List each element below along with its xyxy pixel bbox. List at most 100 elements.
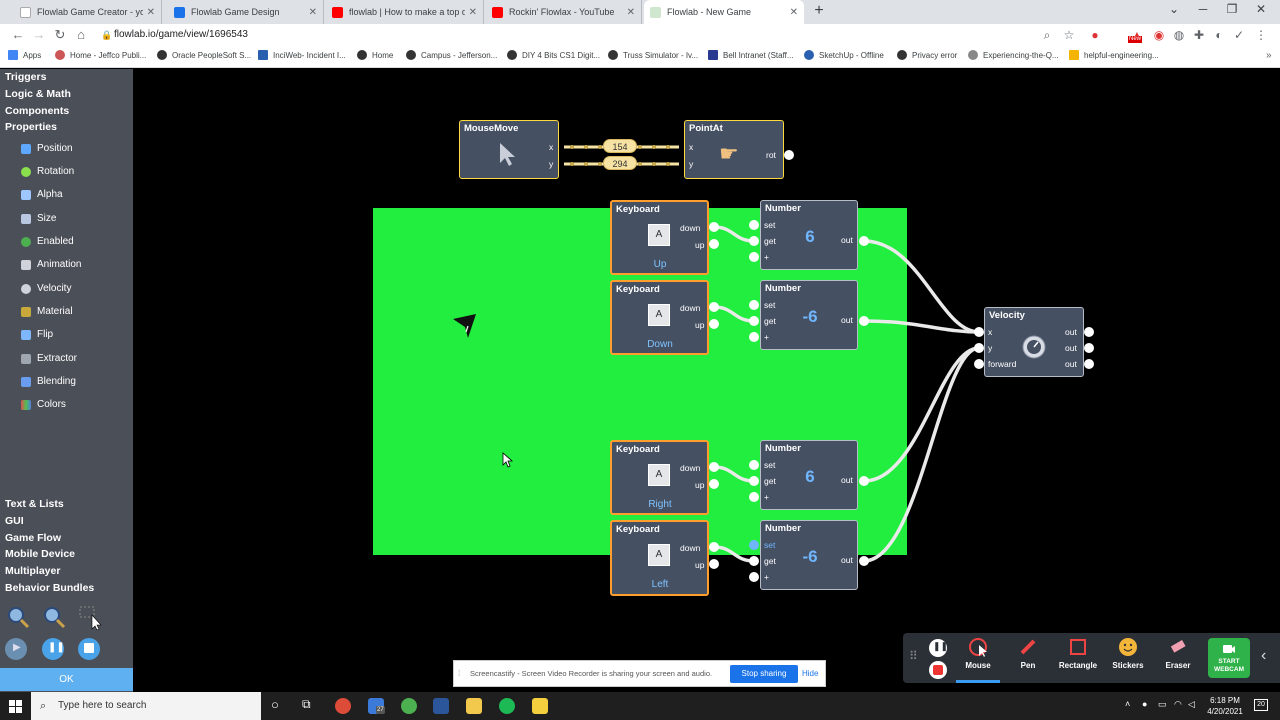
y-input-dot[interactable] (974, 343, 984, 353)
collapse-toolbar-icon[interactable]: ‹ (1261, 647, 1267, 664)
property-extractor[interactable]: Extractor (21, 353, 77, 364)
number-node-right[interactable]: Number set get + 6 out (760, 440, 858, 510)
tab-youtube-flowlax[interactable]: Rockin' Flowlax - YouTube ✕ (486, 0, 642, 24)
property-flip[interactable]: Flip (21, 329, 53, 340)
property-alpha[interactable]: Alpha (21, 189, 63, 200)
screencastify-icon[interactable]: ◉ (1153, 28, 1165, 42)
extension-icon[interactable]: ● (1091, 28, 1099, 42)
drag-handle-icon[interactable]: ⠿ (909, 649, 918, 663)
tab-flowlab-creator[interactable]: Flowlab Game Creator - your ga ✕ (14, 0, 162, 24)
keyboard-node-right[interactable]: Keyboard A down up Right (610, 440, 709, 515)
back-icon[interactable]: ← (11, 27, 25, 42)
bookmark-item[interactable]: Truss Simulator - Iv... (608, 50, 698, 60)
down-port-dot[interactable] (709, 462, 719, 472)
down-port-dot[interactable] (709, 302, 719, 312)
volume-icon[interactable]: ◁ (1188, 699, 1195, 709)
out-port-dot[interactable] (859, 476, 869, 486)
number-node-up[interactable]: Number set get + 6 out (760, 200, 858, 270)
extension-new-icon[interactable]: New ▲ (1128, 28, 1143, 43)
mouse-tool[interactable]: Mouse (956, 637, 1000, 683)
menu-icon[interactable]: ⋮ (1255, 28, 1267, 42)
output-port-dot[interactable] (784, 150, 794, 160)
file-explorer-icon[interactable] (466, 698, 482, 714)
bookmark-item[interactable]: InciWeb- Incident I... (258, 50, 346, 60)
pause-button[interactable]: ❚❚ (42, 638, 65, 660)
spotify-icon[interactable] (499, 698, 515, 714)
out-port-dot[interactable] (1084, 359, 1094, 369)
category-multiplayer[interactable]: Multiplayer (5, 565, 61, 577)
tab-flowlab-new-game[interactable]: Flowlab - New Game ✕ (644, 0, 804, 24)
property-colors[interactable]: Colors (21, 399, 66, 410)
minimize-icon[interactable]: ─ (1198, 2, 1208, 16)
profile-icon[interactable]: ◐ (1215, 28, 1223, 42)
out-port-dot[interactable] (1084, 327, 1094, 337)
number-node-left[interactable]: Number set get + -6 out (760, 520, 858, 590)
out-port-dot[interactable] (859, 236, 869, 246)
restore-icon[interactable]: ❐ (1226, 2, 1238, 16)
ok-button[interactable]: OK (0, 668, 133, 691)
plus-port-dot[interactable] (749, 572, 759, 582)
property-enabled[interactable]: Enabled (21, 236, 74, 247)
set-port-dot[interactable] (749, 300, 759, 310)
cortana-icon[interactable]: ○ (271, 697, 279, 712)
property-rotation[interactable]: Rotation (21, 166, 74, 177)
x-input-dot[interactable] (974, 327, 984, 337)
up-port-dot[interactable] (709, 239, 719, 249)
close-icon[interactable]: ✕ (626, 6, 635, 18)
bookmark-star-icon[interactable]: ☆ (1063, 28, 1075, 42)
close-icon[interactable]: ✕ (789, 6, 798, 18)
keyboard-node-down[interactable]: Keyboard A down up Down (610, 280, 709, 355)
close-icon[interactable]: ✕ (146, 6, 155, 18)
bookmark-item[interactable]: Experiencing-the-Q... (968, 50, 1059, 60)
plus-port-dot[interactable] (749, 492, 759, 502)
property-animation[interactable]: Animation (21, 259, 81, 270)
keyboard-node-left[interactable]: Keyboard A down up Left (610, 520, 709, 596)
zoom-in-icon[interactable] (42, 605, 66, 629)
puzzle-icon[interactable]: ✚ (1193, 28, 1205, 42)
reload-icon[interactable]: ↻ (54, 27, 66, 42)
check-icon[interactable]: ✓ (1233, 28, 1245, 42)
category-gui[interactable]: GUI (5, 515, 24, 527)
pen-tool[interactable]: Pen (1006, 637, 1050, 670)
tab-flowlab-design[interactable]: Flowlab Game Design ✕ (168, 0, 324, 24)
property-position[interactable]: Position (21, 143, 73, 154)
play-button[interactable]: ▶ (5, 638, 27, 660)
network-icon[interactable]: ▭ (1158, 699, 1167, 709)
mail-taskbar-icon[interactable]: 27 (368, 698, 385, 714)
set-port-dot[interactable] (749, 460, 759, 470)
category-triggers[interactable]: Triggers (5, 71, 47, 83)
plus-port-dot[interactable] (749, 332, 759, 342)
out-port-dot[interactable] (859, 556, 869, 566)
extension-icon[interactable]: ◍ (1173, 28, 1185, 42)
property-velocity[interactable]: Velocity (21, 283, 71, 294)
category-text-lists[interactable]: Text & Lists (5, 498, 64, 510)
microphone-icon[interactable]: ● (1142, 699, 1148, 709)
mousemove-node[interactable]: MouseMove x y (459, 120, 559, 179)
eraser-tool[interactable]: Eraser (1156, 637, 1200, 670)
zoom-icon[interactable]: ⌕ (1043, 28, 1051, 42)
down-port-dot[interactable] (709, 542, 719, 552)
task-view-icon[interactable]: ⧉ (302, 697, 311, 711)
sticky-notes-icon[interactable] (532, 698, 548, 714)
tray-overflow-icon[interactable]: ˄ (1125, 699, 1131, 709)
chrome-profile-taskbar-icon[interactable] (401, 698, 417, 714)
property-blending[interactable]: Blending (21, 376, 76, 387)
category-mobile-device[interactable]: Mobile Device (5, 548, 76, 560)
get-port-dot[interactable] (749, 316, 759, 326)
tab-youtube-topdown[interactable]: flowlab | How to make a top dow ✕ (326, 0, 484, 24)
notifications-icon[interactable]: 20 (1254, 699, 1268, 711)
out-port-dot[interactable] (1084, 343, 1094, 353)
bookmark-item[interactable]: Oracle PeopleSoft S... (157, 50, 251, 60)
category-game-flow[interactable]: Game Flow (5, 532, 62, 544)
up-port-dot[interactable] (709, 319, 719, 329)
close-icon[interactable]: ✕ (468, 6, 477, 18)
category-components[interactable]: Components (5, 105, 70, 117)
get-port-dot[interactable] (749, 556, 759, 566)
windows-start-icon[interactable] (9, 700, 22, 713)
system-clock[interactable]: 6:18 PM 4/20/2021 (1203, 695, 1247, 717)
url-field[interactable]: 🔒 flowlab.io/game/view/1696543 (98, 26, 1043, 44)
bookmark-item[interactable]: SketchUp - Offline (804, 50, 884, 60)
property-size[interactable]: Size (21, 213, 56, 224)
wifi-icon[interactable]: ◠ (1174, 699, 1182, 709)
forward-icon[interactable]: → (32, 27, 46, 42)
